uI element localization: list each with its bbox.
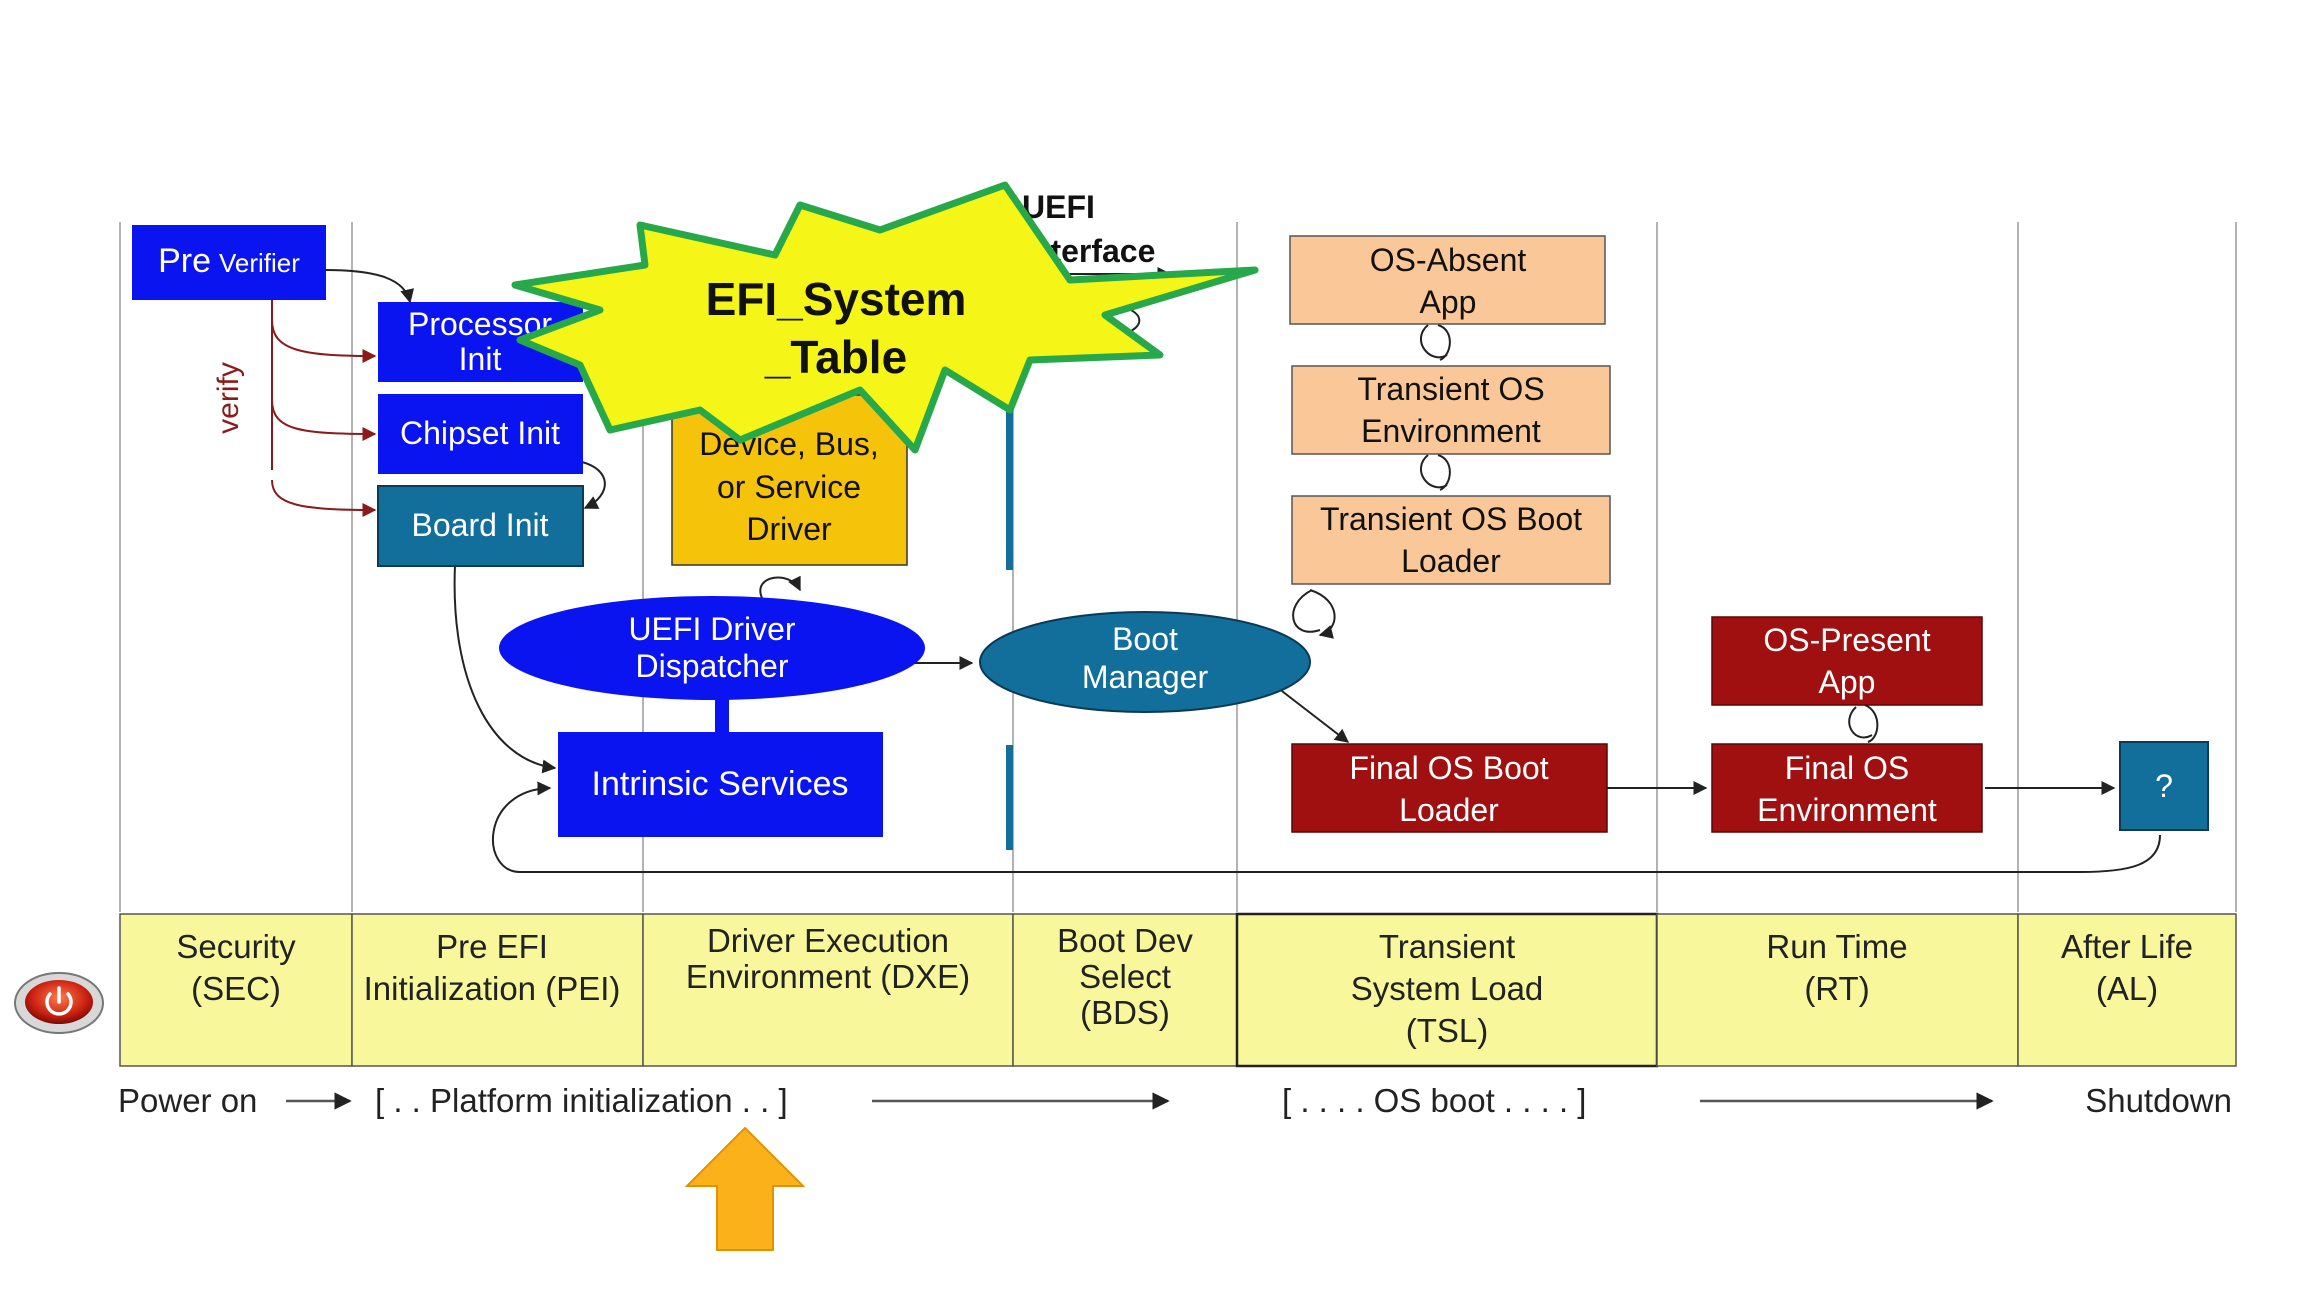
pre-verifier-small: Verifier <box>219 248 300 278</box>
uefi-interface-bar-bottom <box>1006 745 1013 850</box>
os-absent-app-line1: OS-Absent <box>1370 242 1527 278</box>
arrow-preverifier-processor <box>324 269 415 304</box>
phase-tsl-line2: System Load <box>1351 970 1544 1007</box>
timeline-shutdown: Shutdown <box>2085 1082 2232 1119</box>
loop-bootloader-manager <box>1292 589 1336 635</box>
phase-tsl-line3: (TSL) <box>1406 1012 1489 1049</box>
os-absent-app-line2: App <box>1420 284 1477 320</box>
pre-verifier-big: Pre <box>158 242 211 280</box>
efi-system-table-starburst <box>511 181 1259 454</box>
arrow-chipset-board <box>581 461 606 509</box>
boot-manager-line1: Boot <box>1112 621 1178 657</box>
transient-os-env-line2: Environment <box>1361 413 1541 449</box>
pre-verifier-box <box>132 225 326 300</box>
device-driver-box <box>671 394 908 566</box>
loop-absent-transient <box>1420 324 1451 361</box>
final-os-env-line1: Final OS <box>1785 750 1909 786</box>
phase-dxe <box>642 913 1014 1067</box>
transient-os-boot-loader-line2: Loader <box>1401 543 1501 579</box>
boot-manager-ellipse <box>979 611 1311 713</box>
board-init-label: Board Init <box>412 507 549 543</box>
starburst-line2: _Table <box>764 331 907 383</box>
timeline-power-on: Power on <box>118 1082 257 1119</box>
board-init-box <box>377 485 584 567</box>
verify-label: verify <box>212 362 245 434</box>
phase-rt-line2: (RT) <box>1804 970 1869 1007</box>
phase-pei-line1: Pre EFI <box>436 928 548 965</box>
dispatcher-line1: UEFI Driver <box>628 611 795 647</box>
final-os-boot-loader-line2: Loader <box>1399 792 1499 828</box>
intrinsic-services-label: Intrinsic Services <box>592 765 849 803</box>
chipset-init-box <box>378 394 583 474</box>
dispatcher-connector <box>715 690 729 732</box>
phase-al-line2: (AL) <box>2096 970 2158 1007</box>
dispatcher-line2: Dispatcher <box>636 648 789 684</box>
after-life-unknown-box <box>2119 741 2209 831</box>
phase-tsl <box>1235 912 1659 1068</box>
uefi-interface-bar-top <box>1006 390 1013 570</box>
uefi-interface-line1: UEFI <box>1022 189 1095 225</box>
starburst-line1: EFI_System <box>706 273 967 325</box>
phase-al-line1: After Life <box>2061 928 2193 965</box>
arrow-board-intrinsic <box>453 564 557 774</box>
device-driver-line2: or Service <box>717 469 861 505</box>
power-icon <box>14 972 104 1034</box>
processor-init-line2: Init <box>459 341 502 377</box>
transient-os-env-line1: Transient OS <box>1357 371 1544 407</box>
os-absent-app-box <box>1289 235 1606 325</box>
arrow-return-loop <box>491 781 2161 873</box>
phase-al <box>2017 913 2237 1067</box>
final-os-boot-loader-box <box>1291 743 1608 833</box>
uefi-driver-dispatcher-ellipse <box>499 596 925 700</box>
phase-sec <box>119 913 353 1067</box>
loop-dispatcher-driver <box>759 575 801 599</box>
os-present-app-line1: OS-Present <box>1763 622 1930 658</box>
phase-bds-line2: Select <box>1079 958 1171 995</box>
os-present-app-box <box>1711 616 1983 706</box>
device-driver-line3: Driver <box>746 511 832 547</box>
phase-bds-line3: (BDS) <box>1080 994 1170 1031</box>
transient-os-boot-loader-box <box>1291 495 1611 585</box>
up-arrow-icon <box>684 1126 806 1251</box>
arrow-bootmanager-finaloader <box>1277 687 1350 743</box>
boot-manager-line2: Manager <box>1082 659 1209 695</box>
phase-dxe-line2: Environment (DXE) <box>686 958 970 995</box>
phase-sec-line2: (SEC) <box>191 970 281 1007</box>
phase-rt-line1: Run Time <box>1766 928 1907 965</box>
phase-pei-line2: Initialization (PEI) <box>364 970 621 1007</box>
timeline-platform-init: [ . . Platform initialization . . ] <box>375 1082 788 1119</box>
chipset-init-label: Chipset Init <box>400 415 560 451</box>
os-present-app-line2: App <box>1819 664 1876 700</box>
final-os-env-box <box>1711 743 1983 833</box>
intrinsic-services-box <box>558 732 883 837</box>
pre-verifier-label: Pre Verifier <box>158 242 300 280</box>
phase-bds-line1: Boot Dev <box>1057 922 1193 959</box>
phase-bar <box>119 912 2237 1068</box>
phase-rt <box>1656 913 2019 1067</box>
timeline-os-boot: [ . . . . OS boot . . . . ] <box>1282 1082 1586 1119</box>
phase-dxe-line1: Driver Execution <box>707 922 949 959</box>
final-os-env-line2: Environment <box>1757 792 1937 828</box>
phase-bds <box>1012 913 1238 1067</box>
phase-tsl-line1: Transient <box>1379 928 1515 965</box>
loop-transient-bootloader <box>1420 454 1451 491</box>
loop-present-final <box>1848 704 1879 743</box>
transient-os-boot-loader-line1: Transient OS Boot <box>1320 501 1582 537</box>
final-os-boot-loader-line1: Final OS Boot <box>1349 750 1548 786</box>
phase-pei <box>351 913 644 1067</box>
phase-sec-line1: Security <box>176 928 296 965</box>
transient-os-env-box <box>1291 365 1611 455</box>
after-life-unknown-label: ? <box>2155 768 2173 804</box>
